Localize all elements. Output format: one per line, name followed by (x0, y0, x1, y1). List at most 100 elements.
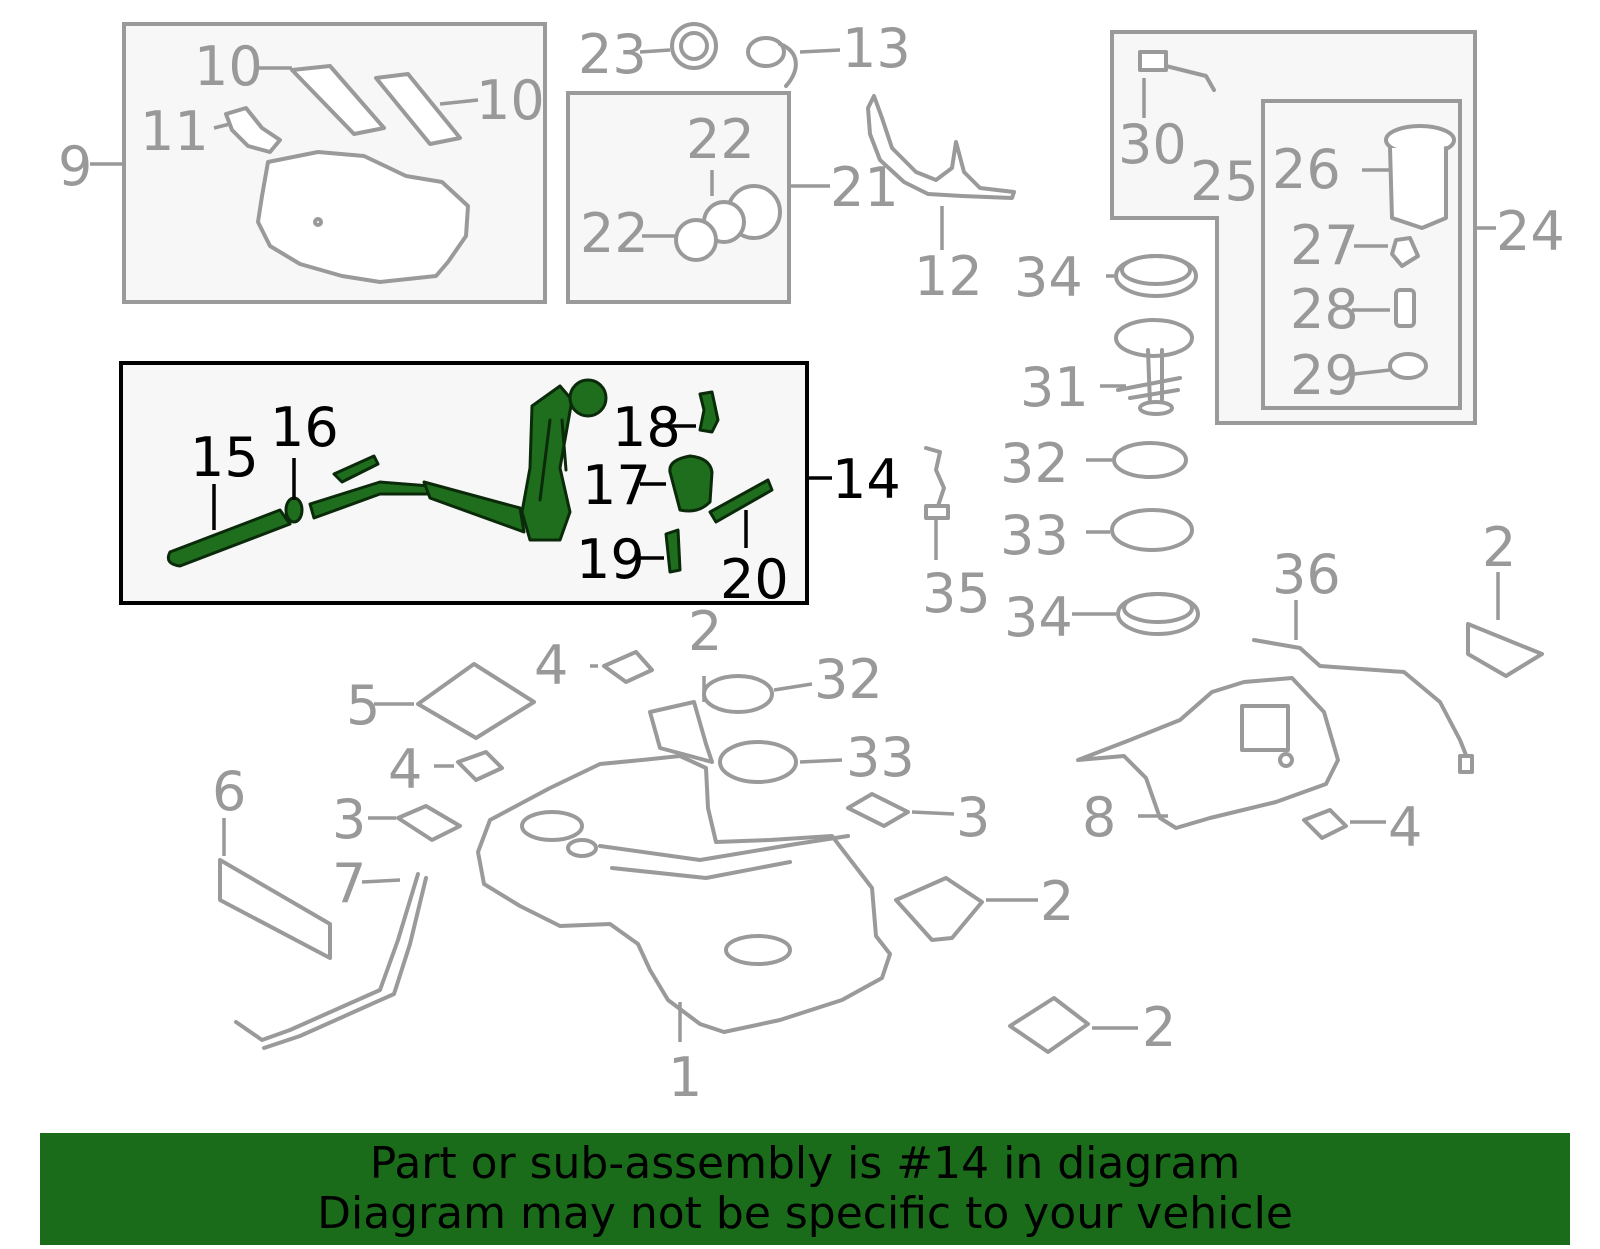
pad-2-far-right[interactable] (1466, 622, 1544, 678)
seal-13-tail (778, 42, 798, 88)
callout-2-far-right: 2 (1482, 516, 1516, 579)
heat-shield-10-left[interactable] (290, 64, 386, 136)
callout-17: 17 (582, 454, 651, 517)
filler-hose-15[interactable] (166, 508, 292, 568)
callout-20: 20 (720, 548, 789, 611)
callout-18: 18 (612, 396, 681, 459)
callout-31: 31 (1020, 356, 1089, 419)
gasket-33-center[interactable] (718, 740, 798, 784)
tank-1-port-left (520, 810, 584, 842)
shield-8-hole (1278, 752, 1294, 768)
sensor-35[interactable] (924, 504, 950, 520)
callout-25: 25 (1190, 150, 1259, 213)
callout-16: 16 (270, 396, 339, 459)
callout-10-left: 10 (194, 35, 263, 98)
callout-4-right: 4 (1388, 796, 1422, 859)
pad-4-top[interactable] (602, 650, 654, 684)
callout-35: 35 (922, 562, 991, 625)
callout-19: 19 (576, 528, 645, 591)
callout-12: 12 (914, 245, 983, 308)
filler-pipe-14-bracket-left[interactable] (332, 454, 380, 484)
pad-4-right[interactable] (1302, 808, 1348, 840)
fuel-line-36[interactable] (1252, 638, 1470, 762)
sender-31-body (1116, 348, 1182, 406)
fuel-line-36-end (1458, 754, 1474, 774)
pad-3-left[interactable] (396, 804, 462, 842)
tank-1-port-right (724, 934, 792, 966)
cap-23-inner (679, 31, 709, 61)
gasket-32-right[interactable] (1112, 441, 1188, 479)
bracket-20[interactable] (708, 478, 774, 524)
callout-30: 30 (1118, 113, 1187, 176)
hose-19[interactable] (664, 528, 682, 574)
shield-9-hole (313, 217, 323, 227)
callout-33-right: 33 (1000, 504, 1069, 567)
gasket-33-right[interactable] (1110, 508, 1194, 552)
callout-6: 6 (212, 760, 246, 823)
callout-4-left: 4 (388, 738, 422, 801)
filler-pipe-14-detail (538, 418, 568, 502)
filter-27[interactable] (1390, 236, 1420, 268)
strap-7[interactable] (234, 872, 428, 1050)
callout-9: 9 (58, 135, 92, 198)
sender-30-arm (1164, 64, 1216, 92)
pad-2-lower[interactable] (894, 876, 984, 942)
callout-4-top: 4 (534, 634, 568, 697)
callout-23: 23 (578, 23, 647, 86)
gasket-32-center[interactable] (702, 674, 774, 714)
pump-26-body[interactable] (1388, 146, 1448, 230)
notice-line-1: Part or sub-assembly is #14 in diagram (369, 1138, 1241, 1189)
sender-30-head[interactable] (1138, 50, 1168, 72)
regulator-28[interactable] (1394, 288, 1416, 328)
callout-29: 29 (1290, 344, 1359, 407)
callout-21: 21 (830, 156, 899, 219)
filler-pipe-14-neck[interactable] (520, 384, 574, 542)
pad-6[interactable] (218, 858, 332, 960)
callout-3-right: 3 (956, 786, 990, 849)
heat-shield-10-right[interactable] (374, 72, 462, 146)
tank-1-hoses (598, 834, 850, 880)
filler-pipe-14-mid[interactable] (422, 480, 526, 534)
notice-banner: Part or sub-assembly is #14 in diagram D… (40, 1133, 1570, 1245)
heat-shield-8[interactable] (1076, 676, 1340, 830)
callout-7: 7 (332, 852, 366, 915)
sensor-35-wire (924, 446, 946, 508)
seal-29[interactable] (1388, 352, 1428, 380)
clamp-16[interactable] (284, 496, 304, 524)
callout-2-bottom: 2 (1142, 996, 1176, 1059)
bracket-11[interactable] (224, 106, 282, 154)
pad-2-center[interactable] (648, 700, 714, 764)
callout-33-center: 33 (846, 726, 915, 789)
callout-8: 8 (1082, 786, 1116, 849)
callout-24: 24 (1496, 200, 1565, 263)
hose-18[interactable] (698, 390, 720, 434)
ring-22-small[interactable] (674, 218, 718, 262)
sender-31-float (1138, 400, 1174, 416)
seal-13[interactable] (746, 36, 786, 68)
callout-10-right: 10 (476, 69, 545, 132)
pad-3-right[interactable] (846, 792, 910, 828)
notice-line-2: Diagram may not be specific to your vehi… (317, 1188, 1293, 1239)
pad-5[interactable] (416, 662, 536, 740)
callout-5: 5 (346, 674, 380, 737)
sender-31-top[interactable] (1114, 318, 1194, 358)
fuel-tank-1[interactable] (476, 754, 892, 1034)
leader-lines (90, 48, 1500, 1042)
bracket-12[interactable] (866, 94, 1016, 200)
cap-23-outer[interactable] (670, 22, 718, 70)
callout-27: 27 (1290, 214, 1359, 277)
callout-1: 1 (668, 1046, 702, 1109)
callout-22-top: 22 (686, 108, 755, 171)
heat-shield-9[interactable] (256, 150, 470, 284)
canister-17[interactable] (668, 454, 714, 513)
callout-28: 28 (1290, 278, 1359, 341)
filler-neck-cap-area[interactable] (568, 378, 608, 418)
lock-ring-34-top-inner (1120, 254, 1192, 286)
callout-13: 13 (842, 17, 911, 80)
tank-1-port-small (566, 838, 598, 858)
pad-2-bottom[interactable] (1008, 996, 1090, 1054)
lock-ring-34-bottom-inner (1122, 592, 1194, 624)
callout-2-lower: 2 (1040, 870, 1074, 933)
pad-4-left[interactable] (456, 750, 504, 782)
